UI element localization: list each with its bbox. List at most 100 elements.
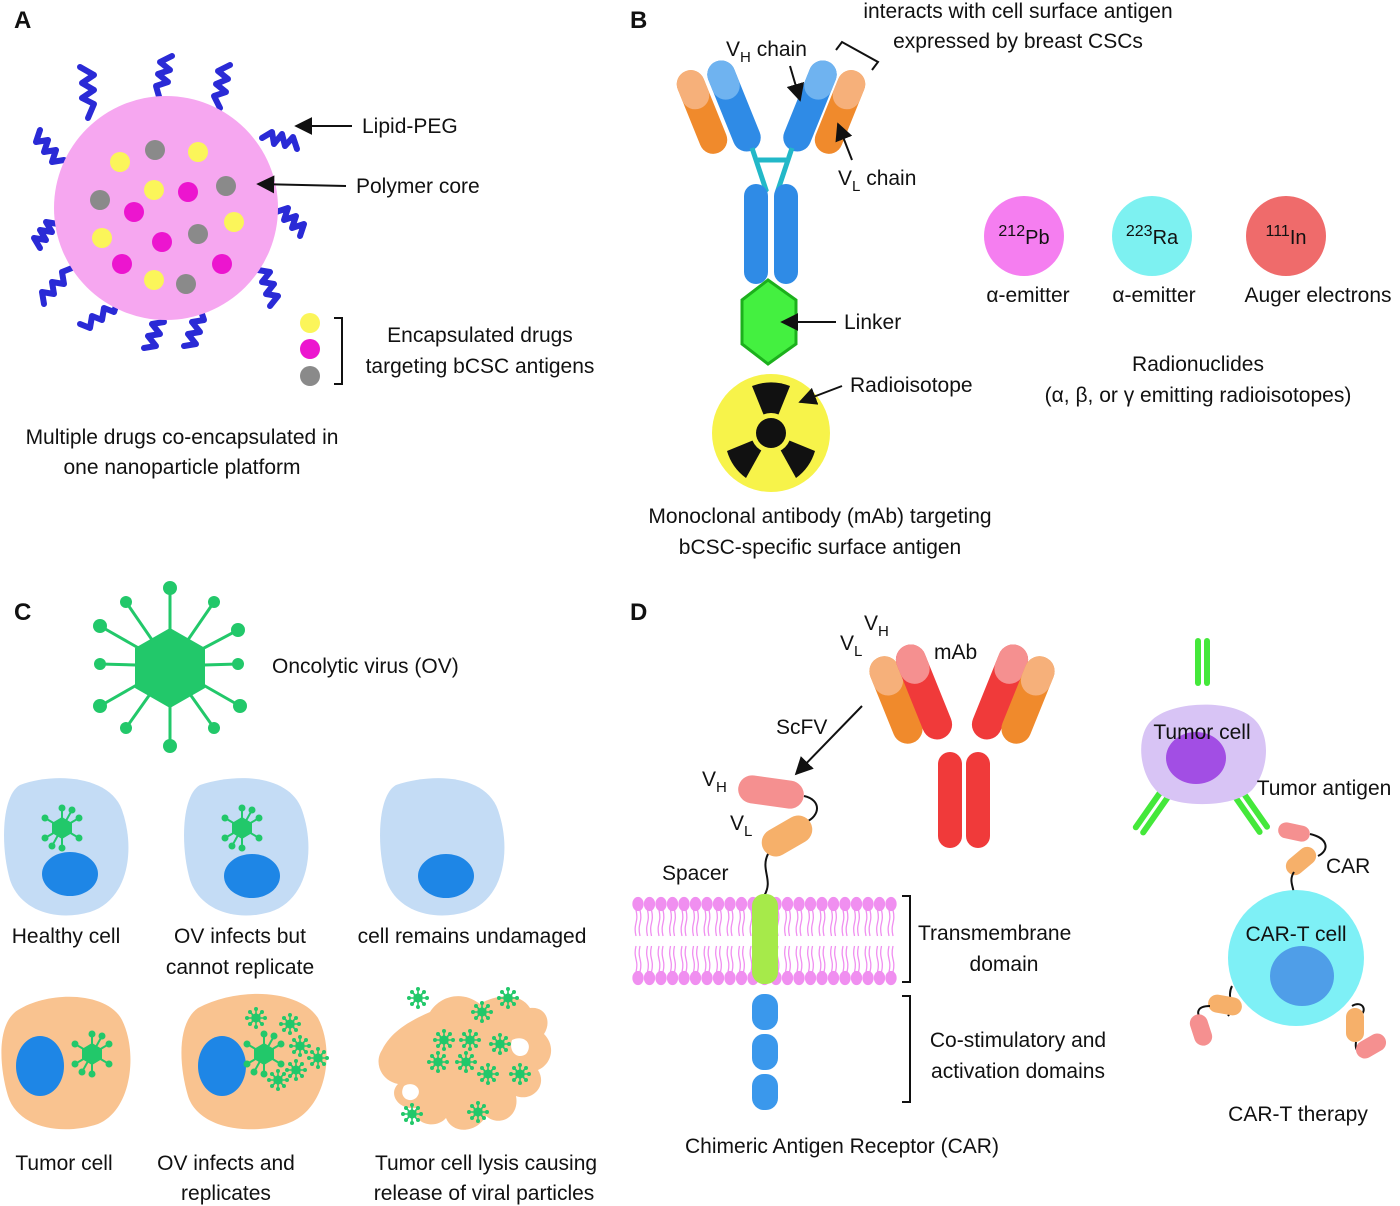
- radiation-icon: [712, 374, 830, 492]
- healthy-cell-3: [380, 778, 505, 916]
- phospholipid-tail: [634, 945, 638, 973]
- healthy-cell-label: Healthy cell: [12, 925, 121, 948]
- phospholipid-head: [793, 896, 805, 912]
- phospholipid-head: [793, 970, 805, 986]
- svg-text:212Pb: 212Pb: [998, 223, 1049, 249]
- svg-text:111In: 111In: [1265, 223, 1306, 249]
- phospholipid-head: [885, 970, 897, 986]
- phospholipid-tail: [661, 945, 665, 973]
- phospholipid-head: [862, 896, 874, 912]
- phospholipid-tail: [634, 909, 638, 937]
- phospholipid-tail: [822, 945, 826, 973]
- pb-emitter-label: α-emitter: [986, 284, 1069, 307]
- phospholipid-head: [655, 896, 667, 912]
- nucleus: [418, 854, 474, 898]
- phospholipid-head: [781, 970, 794, 986]
- mab-icon: [864, 640, 1060, 848]
- car-t-therapy-label: CAR-T therapy: [1228, 1103, 1368, 1126]
- phospholipid-tail: [730, 945, 734, 973]
- phospholipid-tail: [719, 945, 722, 973]
- phospholipid-tail: [822, 909, 826, 937]
- phospholipid-head: [862, 970, 874, 986]
- antibody-icon: [672, 56, 870, 492]
- radionuclide-ra: 223Ra α-emitter: [1112, 196, 1196, 307]
- lipid-peg-chains: [31, 53, 307, 351]
- radionuclide-in: 111In Auger electrons: [1244, 196, 1392, 307]
- phospholipid-tail: [853, 945, 856, 973]
- antigen-label-line2: expressed by breast CSCs: [893, 30, 1143, 53]
- phospholipid-head: [689, 970, 702, 986]
- phospholipid-head: [781, 896, 794, 912]
- phospholipid-tail: [784, 909, 787, 937]
- phospholipid-tail: [646, 945, 649, 973]
- phospholipid-tail: [742, 909, 745, 937]
- undamaged-label: cell remains undamaged: [358, 925, 587, 948]
- nucleus: [224, 854, 280, 898]
- radioisotope-label: Radioisotope: [850, 374, 973, 397]
- phospholipid-tail: [692, 945, 695, 973]
- phospholipid-tail: [696, 945, 699, 973]
- phospholipid-tail: [638, 909, 642, 937]
- phospholipid-tail: [638, 945, 642, 973]
- scfv-label: ScFV: [776, 716, 827, 739]
- phospholipid-tail: [738, 909, 741, 937]
- phospholipid-tail: [788, 945, 791, 973]
- vh-label-d: VH: [864, 612, 889, 640]
- phospholipid-tail: [864, 945, 868, 973]
- healthy-infect-label-1: OV infects but: [174, 925, 306, 948]
- encapsulated-drugs: [90, 140, 244, 294]
- phospholipid-head: [827, 970, 840, 986]
- polymer-core-label: Polymer core: [356, 175, 480, 198]
- linker-shape: [740, 278, 798, 366]
- phospholipid-tail: [726, 945, 730, 973]
- phospholipid-head: [712, 896, 725, 912]
- phospholipid-head: [701, 970, 713, 986]
- phospholipid-tail: [684, 909, 688, 937]
- svg-text:223Ra: 223Ra: [1126, 223, 1179, 249]
- phospholipid-head: [678, 970, 690, 986]
- healthy-infect-label-2: cannot replicate: [166, 956, 314, 979]
- phospholipid-tail: [657, 945, 661, 973]
- phospholipid-tail: [799, 909, 803, 937]
- lysis-label-1: Tumor cell lysis causing: [375, 1152, 597, 1175]
- tumor-cell-2: [181, 993, 330, 1130]
- nanoparticle-icon: [31, 53, 307, 351]
- tumor-infect-label-1: OV infects and: [157, 1152, 295, 1175]
- phospholipid-tail: [703, 909, 707, 937]
- phospholipid-tail: [684, 945, 688, 973]
- phospholipid-head: [724, 970, 736, 986]
- phospholipid-tail: [715, 909, 718, 937]
- in-emitter-label: Auger electrons: [1244, 284, 1391, 307]
- phospholipid-tail: [799, 945, 803, 973]
- panel-a-letter: A: [14, 7, 31, 34]
- tumor-cell-lysis: [378, 986, 552, 1130]
- phospholipid-tail: [853, 909, 856, 937]
- phospholipid-head: [632, 970, 644, 986]
- phospholipid-head: [666, 970, 679, 986]
- phospholipid-tail: [650, 909, 653, 937]
- phospholipid-tail: [715, 945, 718, 973]
- legend-drug-yellow: [300, 313, 320, 333]
- phospholipid-head: [724, 896, 736, 912]
- phospholipid-tail: [726, 909, 730, 937]
- phospholipid-head: [655, 970, 667, 986]
- legend-drug-gray: [300, 366, 320, 386]
- transmembrane-label-1: Transmembrane: [918, 922, 1071, 945]
- phospholipid-head: [804, 896, 817, 912]
- phospholipid-head: [873, 896, 886, 912]
- panel-c-letter: C: [14, 599, 31, 626]
- phospholipid-tail: [891, 945, 895, 973]
- phospholipid-tail: [692, 909, 695, 937]
- phospholipid-head: [666, 896, 679, 912]
- phospholipid-tail: [661, 909, 665, 937]
- phospholipid-head: [678, 896, 690, 912]
- phospholipid-head: [885, 896, 897, 912]
- phospholipid-head: [850, 896, 863, 912]
- phospholipid-tail: [891, 909, 895, 937]
- nucleus: [42, 852, 98, 896]
- spacer-label: Spacer: [662, 862, 729, 885]
- nucleus: [16, 1036, 64, 1096]
- transmembrane-label-2: domain: [970, 953, 1039, 976]
- phospholipid-tail: [876, 909, 879, 937]
- phospholipid-head: [643, 896, 656, 912]
